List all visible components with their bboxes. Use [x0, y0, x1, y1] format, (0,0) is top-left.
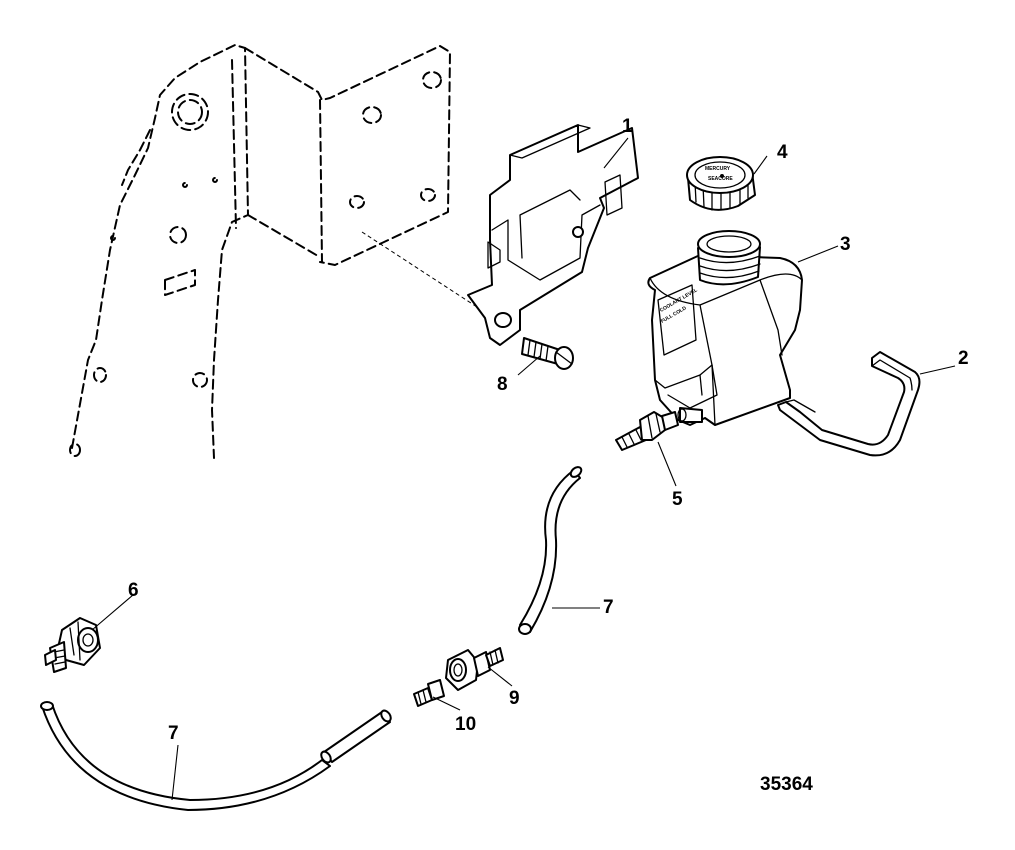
- callout-9: 9: [509, 688, 520, 709]
- callout-7-lower-hose: 7: [168, 723, 179, 744]
- callout-5: 5: [672, 489, 683, 510]
- elbow-fitting: [44, 617, 101, 673]
- svg-text:SEACORE: SEACORE: [708, 176, 733, 182]
- callout-10: 10: [455, 714, 476, 735]
- callout-labels: 1 2 3 4 5 6 7 8 9 10 7 35364: [128, 116, 969, 795]
- barb-fitting: [413, 679, 445, 707]
- lower-hose: [40, 701, 392, 811]
- reservoir-cap: MERCURY SEACORE: [686, 156, 756, 211]
- leader-lines: [91, 137, 956, 801]
- quick-connector: [445, 647, 504, 691]
- callout-4: 4: [777, 142, 788, 163]
- callout-6: 6: [128, 580, 139, 601]
- svg-text:MERCURY: MERCURY: [705, 166, 731, 172]
- callout-1: 1: [622, 116, 633, 137]
- callout-8: 8: [497, 374, 508, 395]
- retaining-strap: [777, 351, 921, 457]
- engine-mounting-bracket-outline: [69, 44, 451, 459]
- callout-3: 3: [840, 234, 851, 255]
- callout-7-upper-hose: 7: [603, 597, 614, 618]
- figure-number: 35364: [760, 774, 813, 795]
- upper-hose: [518, 466, 583, 635]
- callout-2: 2: [958, 348, 969, 369]
- coolant-reservoir: COOLANT LEVEL FULL COLD: [647, 230, 803, 426]
- reservoir-bracket: [467, 124, 639, 346]
- hose-fitting: [615, 411, 679, 451]
- screw: [521, 337, 574, 370]
